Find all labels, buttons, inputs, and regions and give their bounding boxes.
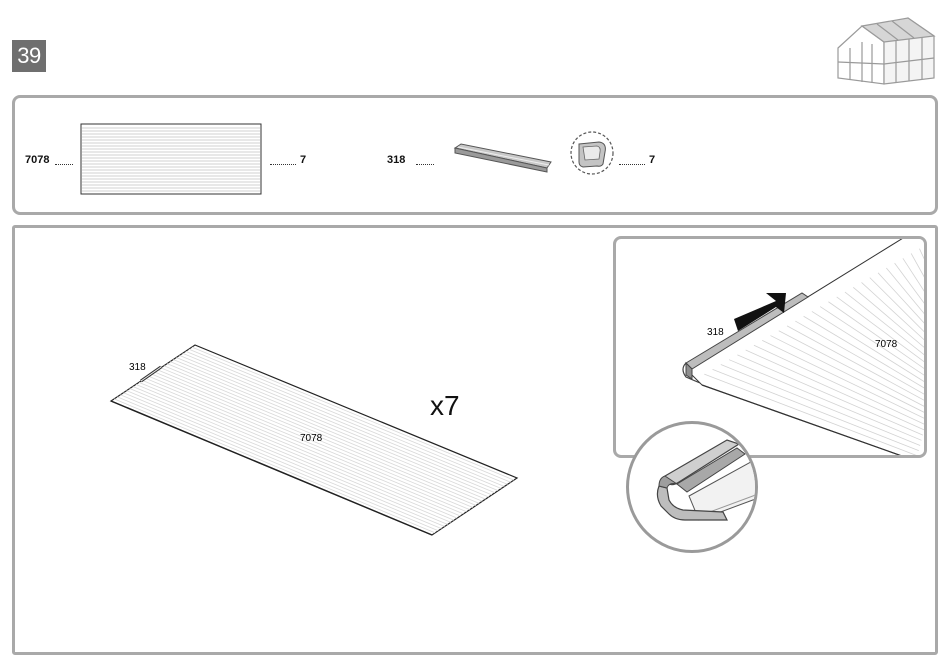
leader-line (619, 164, 645, 165)
part-code-318: 318 (387, 154, 405, 166)
detail-view-panel: 318 7078 (613, 236, 927, 458)
magnifier-detail-circle (626, 421, 758, 553)
detail-panel-label: 7078 (875, 339, 898, 350)
part-qty-7078: 7 (300, 154, 306, 166)
detail-profile-label: 318 (707, 327, 724, 338)
main-profile-label: 318 (129, 362, 146, 373)
greenhouse-icon (832, 12, 938, 90)
part-code-7078: 7078 (25, 154, 49, 166)
profile-section-detail-icon (569, 130, 615, 176)
detail-illustration: 318 7078 (616, 239, 927, 458)
profile-close-up-illustration (629, 424, 758, 553)
quantity-multiplier: x7 (430, 390, 460, 422)
u-profile-image (453, 142, 553, 174)
part-qty-318: 7 (649, 154, 655, 166)
leader-line (416, 164, 434, 165)
leader-line (55, 164, 73, 165)
step-number-badge: 39 (12, 40, 46, 72)
main-panel-label: 7078 (300, 433, 323, 444)
leader-line (270, 164, 296, 165)
parts-list-panel: 7078 7 318 7 (12, 95, 938, 215)
polycarbonate-panel-image (80, 123, 262, 195)
panel-assembly-illustration: 318 7078 (105, 335, 525, 545)
